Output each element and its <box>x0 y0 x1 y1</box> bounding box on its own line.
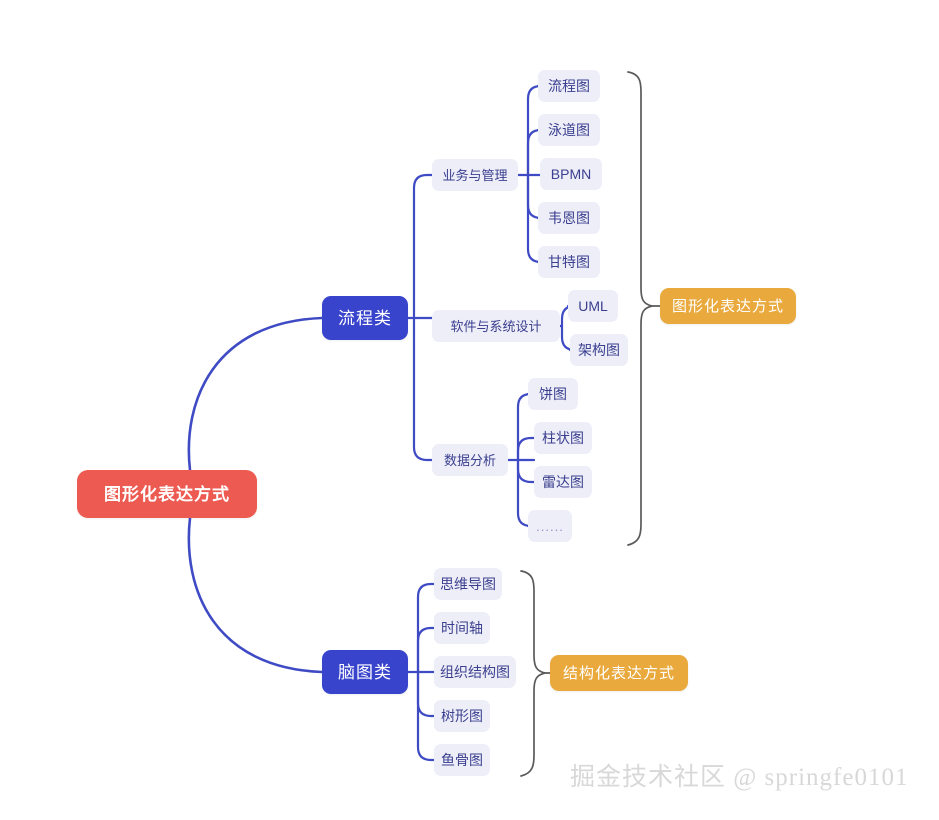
group-node-business-management[interactable]: 业务与管理 <box>432 159 518 191</box>
leaf-node-org-chart[interactable]: 组织结构图 <box>434 656 516 688</box>
leaf-node-gantt[interactable]: 甘特图 <box>538 246 600 278</box>
watermark-text: 掘金技术社区 @ springfe0101 <box>570 764 909 791</box>
leaf-node-bar-chart[interactable]: 柱状图 <box>534 422 592 454</box>
leaf-node-bpmn[interactable]: BPMN <box>540 158 602 190</box>
leaf-node-venn[interactable]: 韦恩图 <box>538 202 600 234</box>
branch-node-mindmap[interactable]: 脑图类 <box>322 650 408 694</box>
leaf-node-timeline[interactable]: 时间轴 <box>434 612 490 644</box>
group-node-data-analysis[interactable]: 数据分析 <box>432 444 508 476</box>
summary-node-graphical[interactable]: 图形化表达方式 <box>660 288 796 324</box>
leaf-node-uml[interactable]: UML <box>568 290 618 322</box>
leaf-node-ellipsis[interactable]: ...... <box>528 510 572 542</box>
leaf-node-tree-diagram[interactable]: 树形图 <box>434 700 490 732</box>
summary-node-structural[interactable]: 结构化表达方式 <box>550 655 688 691</box>
leaf-node-radar-chart[interactable]: 雷达图 <box>534 466 592 498</box>
group-node-software-system-design[interactable]: 软件与系统设计 <box>432 310 560 342</box>
leaf-node-flowchart[interactable]: 流程图 <box>538 70 600 102</box>
root-node[interactable]: 图形化表达方式 <box>77 470 257 518</box>
leaf-node-pie-chart[interactable]: 饼图 <box>528 378 578 410</box>
leaf-node-mind-map[interactable]: 思维导图 <box>434 568 502 600</box>
branch-node-process[interactable]: 流程类 <box>322 296 408 340</box>
leaf-node-architecture[interactable]: 架构图 <box>570 334 628 366</box>
leaf-node-swimlane[interactable]: 泳道图 <box>538 114 600 146</box>
leaf-node-fishbone[interactable]: 鱼骨图 <box>434 744 490 776</box>
